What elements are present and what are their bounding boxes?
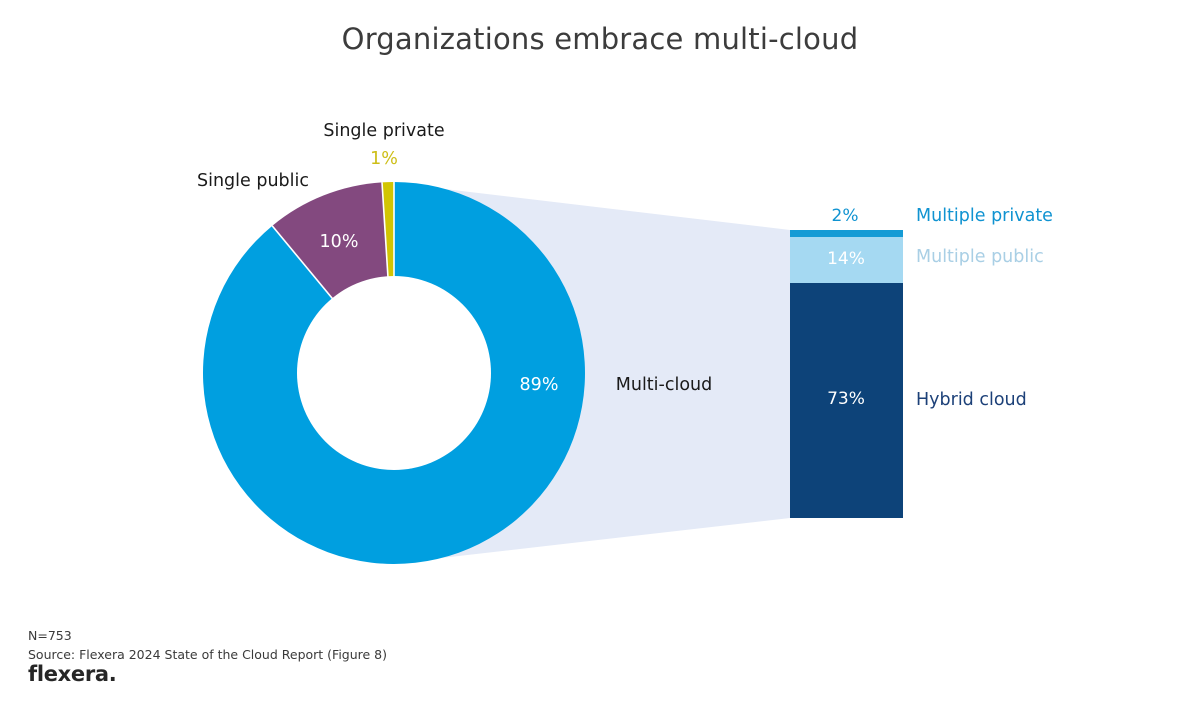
value-multiple-private: 2% (831, 206, 859, 226)
value-hybrid-cloud: 73% (827, 389, 865, 409)
label-multiple-public: Multiple public (916, 247, 1044, 267)
flexera-logo: flexera. (28, 662, 117, 686)
bar-segment-multiple-public (790, 237, 903, 283)
label-multi-cloud: Multi-cloud (615, 375, 713, 395)
value-multiple-public: 14% (827, 249, 865, 269)
value-single-public: 10% (319, 232, 359, 252)
source-note: Source: Flexera 2024 State of the Cloud … (28, 647, 388, 662)
label-multiple-private: Multiple private (916, 206, 1053, 226)
donut-hole (297, 276, 491, 470)
bar-segment-multiple-private (790, 230, 903, 237)
bar-segment-hybrid-cloud (790, 283, 903, 518)
value-multi-cloud: 89% (519, 375, 559, 395)
label-hybrid-cloud: Hybrid cloud (916, 390, 1027, 410)
value-single-private: 1% (370, 149, 398, 169)
label-single-public: Single public (196, 171, 310, 191)
sample-size-note: N=753 (28, 628, 72, 643)
label-single-private: Single private (323, 121, 445, 141)
chart-title: Organizations embrace multi-cloud (341, 22, 859, 56)
